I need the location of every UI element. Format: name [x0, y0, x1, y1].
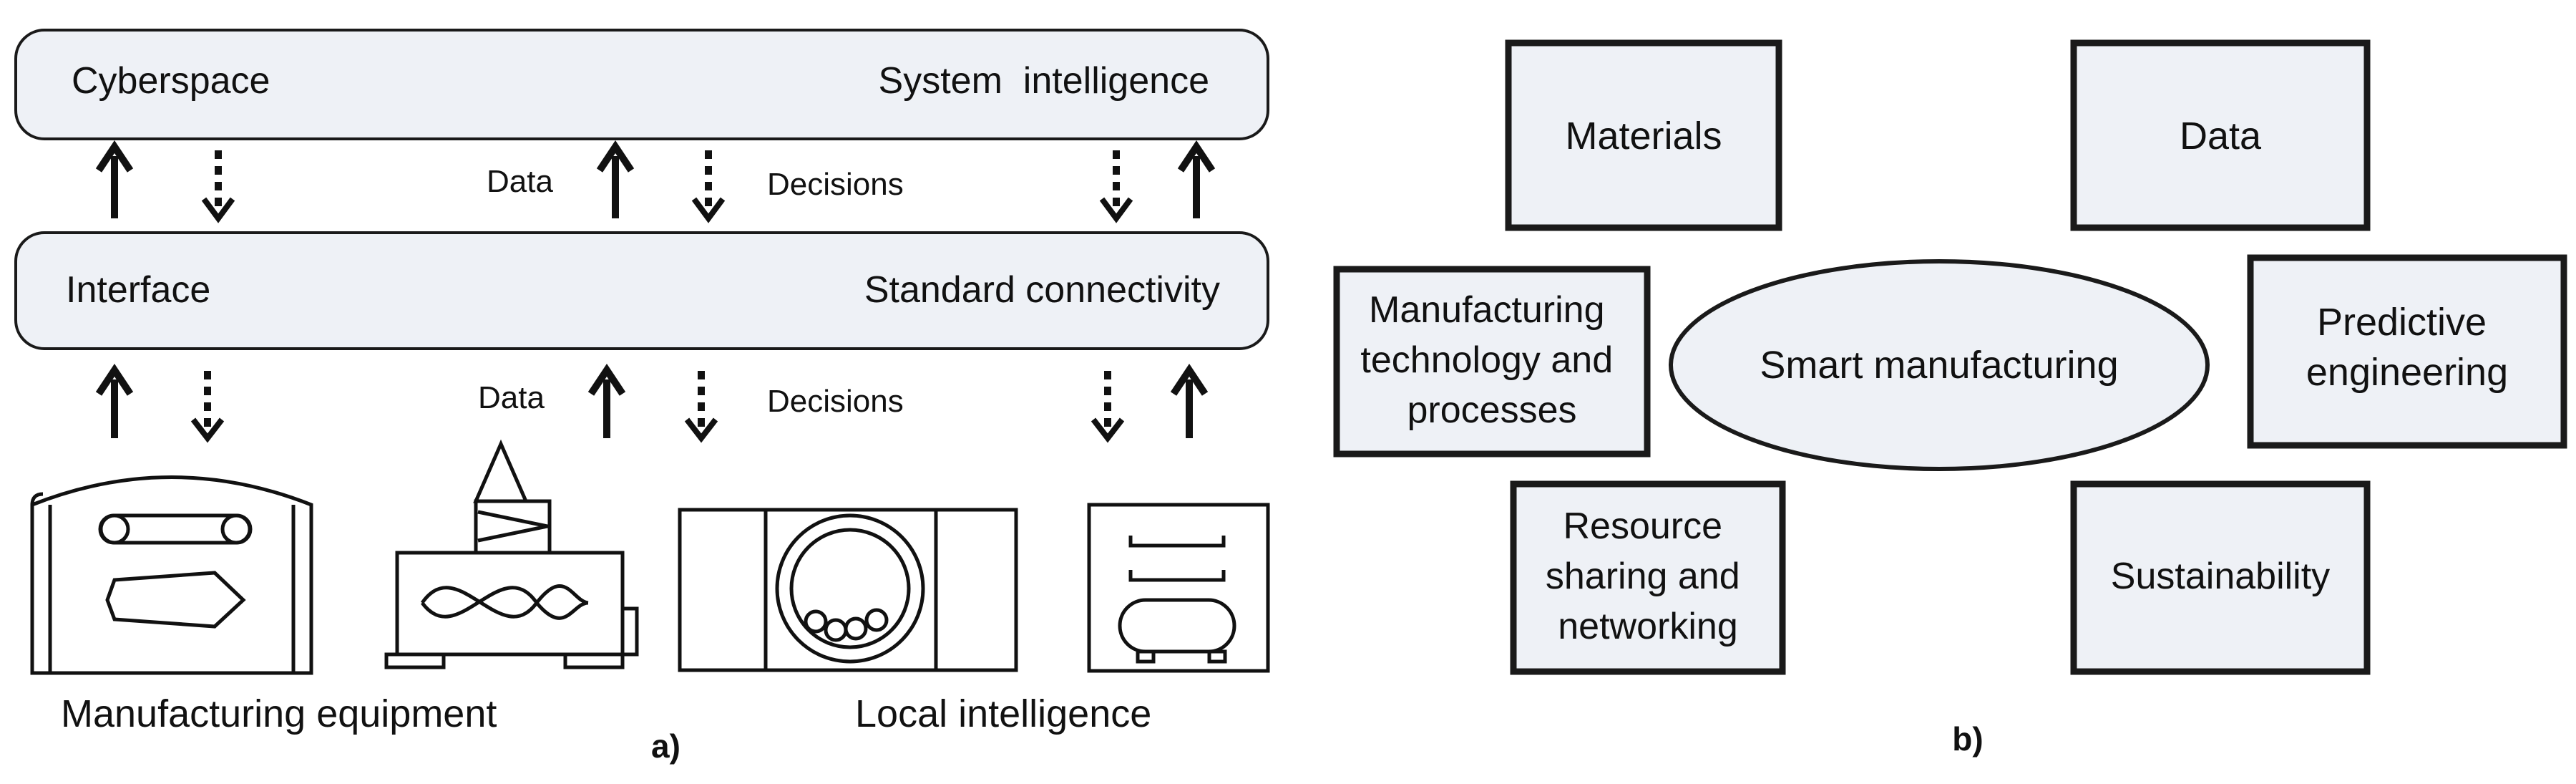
data-up-arrow-head	[587, 363, 626, 396]
data-label: Data	[2180, 115, 2262, 158]
data-box	[2070, 39, 2371, 231]
standard-connectivity-label: Standard connectivity	[864, 269, 1220, 311]
materials-label: Materials	[1565, 115, 1722, 158]
decision-down-arrow-head	[201, 197, 235, 223]
manufacturing-technology-label: Manufacturing technology and processes	[1360, 289, 1623, 431]
decision-down-arrow-head	[1091, 417, 1125, 443]
decision-down-arrow-head	[190, 417, 225, 443]
tank-machine-icon	[1087, 503, 1270, 673]
panel-a-caption: a)	[651, 727, 680, 765]
conveyor-machine-icon	[30, 475, 313, 675]
panel-b: Materials Data Manufacturing technology …	[1333, 39, 2567, 758]
materials-box	[1505, 39, 1782, 231]
decision-down-arrow-head	[691, 197, 726, 223]
robot-arm-machine-icon	[384, 439, 639, 669]
predictive-engineering-box	[2247, 254, 2567, 449]
upper-data-label: Data	[487, 164, 553, 199]
interface-label: Interface	[66, 269, 210, 311]
resource-sharing-box	[1510, 480, 1786, 675]
data-up-arrow-head	[95, 140, 134, 173]
cyberspace-layer	[14, 29, 1269, 140]
smart-manufacturing-label: Smart manufacturing	[1760, 344, 2118, 387]
data-up-arrow-head	[1177, 140, 1216, 173]
upper-decisions-label: Decisions	[767, 167, 904, 202]
tumbler-machine-icon	[678, 508, 1018, 672]
predictive-engineering-label: Predictive engineering	[2306, 301, 2508, 394]
smart-manufacturing-ellipse	[1669, 259, 2210, 471]
manufacturing-technology-box	[1333, 266, 1651, 458]
data-up-arrow-head	[95, 363, 134, 396]
system-intelligence-label: System intelligence	[879, 60, 1209, 102]
decision-down-arrow-head	[1099, 197, 1133, 223]
lower-flow-arrows	[95, 363, 1209, 443]
decision-down-arrow-head	[684, 417, 718, 443]
data-up-arrow-head	[596, 140, 635, 173]
interface-layer	[14, 231, 1269, 350]
panel-a: Cyberspace System intelligence Interface…	[14, 29, 1270, 765]
data-up-arrow-head	[1170, 363, 1209, 396]
lower-decisions-label: Decisions	[767, 384, 904, 419]
local-intelligence-label: Local intelligence	[855, 692, 1151, 735]
sustainability-box	[2070, 480, 2371, 675]
resource-sharing-label: Resource sharing and networking	[1546, 505, 1750, 647]
panel-b-caption: b)	[1952, 720, 1983, 758]
cyberspace-label: Cyberspace	[72, 60, 270, 102]
upper-flow-arrows	[95, 140, 1216, 223]
lower-data-label: Data	[478, 380, 545, 415]
manufacturing-equipment-label: Manufacturing equipment	[61, 692, 497, 735]
sustainability-label: Sustainability	[2111, 556, 2330, 597]
